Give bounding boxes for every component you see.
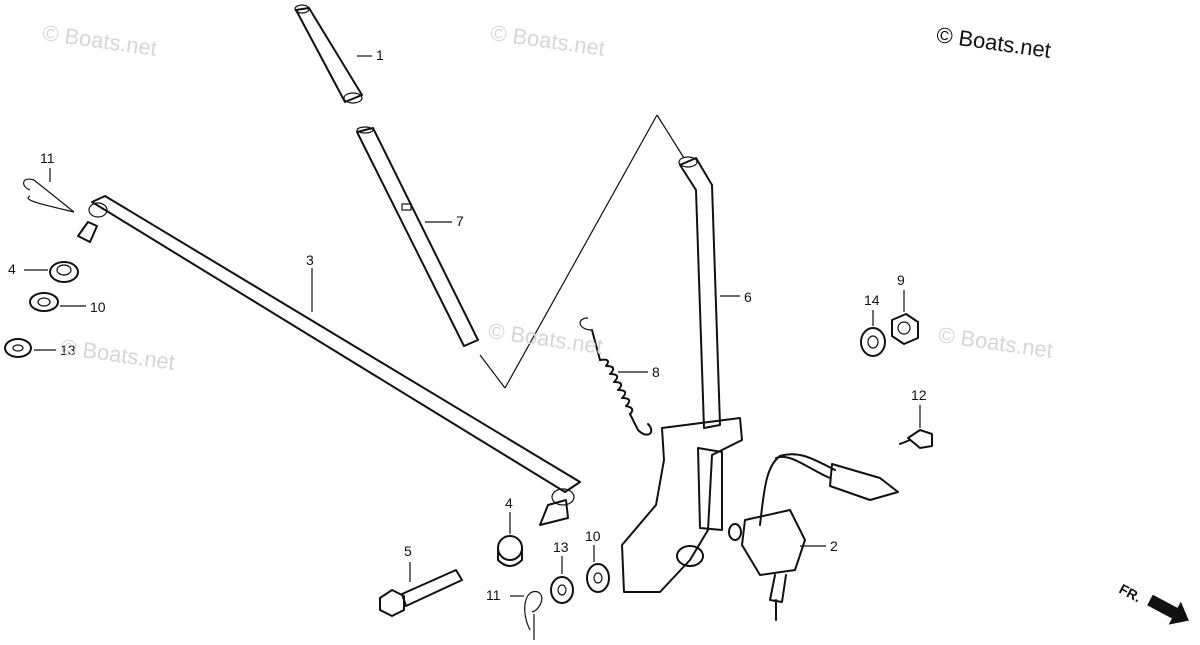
callout-11-bottom: 11 — [486, 587, 501, 603]
part-6-lever — [621, 156, 743, 593]
part-13-washer-bottom — [550, 556, 574, 604]
callout-7: 8 — [652, 364, 660, 380]
callout-5: 7 — [456, 213, 464, 229]
callout-2: 2 — [830, 538, 838, 554]
part-2-switch — [728, 453, 899, 621]
part-3-rod — [77, 195, 581, 526]
callout-8: 5 — [404, 543, 412, 559]
callout-4-bottom: 4 — [505, 495, 513, 511]
part-9-nut — [891, 290, 919, 345]
callout-13-left: 13 — [60, 342, 76, 358]
part-12-bolt — [899, 405, 933, 449]
leader-lines — [479, 114, 685, 389]
part-10-washer-bottom — [586, 545, 610, 593]
callout-4-left: 4 — [8, 261, 16, 277]
part-10-washer-left — [29, 292, 86, 312]
callout-6: 6 — [744, 289, 752, 305]
callout-14: 14 — [864, 292, 880, 308]
direction-label: FR. — [1117, 581, 1144, 606]
callout-12: 12 — [911, 387, 927, 403]
part-13-washer-left — [4, 338, 56, 358]
part-1-grip — [294, 4, 372, 104]
callout-9: 9 — [897, 272, 905, 288]
callout-11-top: 11 — [40, 150, 55, 166]
part-4-collar-left — [24, 261, 79, 283]
part-8-bolt — [379, 562, 463, 617]
callout-1: 1 — [376, 47, 384, 63]
callout-13-bottom: 13 — [553, 539, 569, 555]
callout-10-left: 10 — [90, 299, 106, 315]
direction-arrow — [1147, 594, 1189, 625]
part-7-spring — [579, 317, 653, 436]
part-5-pipe — [356, 126, 479, 347]
part-11-clip-top — [23, 168, 75, 213]
callout-3: 3 — [306, 252, 314, 268]
part-14-washer — [860, 310, 886, 357]
part-4-collar-bottom — [497, 512, 523, 567]
callout-10-bottom: 10 — [585, 528, 601, 544]
part-11-clip-bottom — [510, 591, 543, 640]
